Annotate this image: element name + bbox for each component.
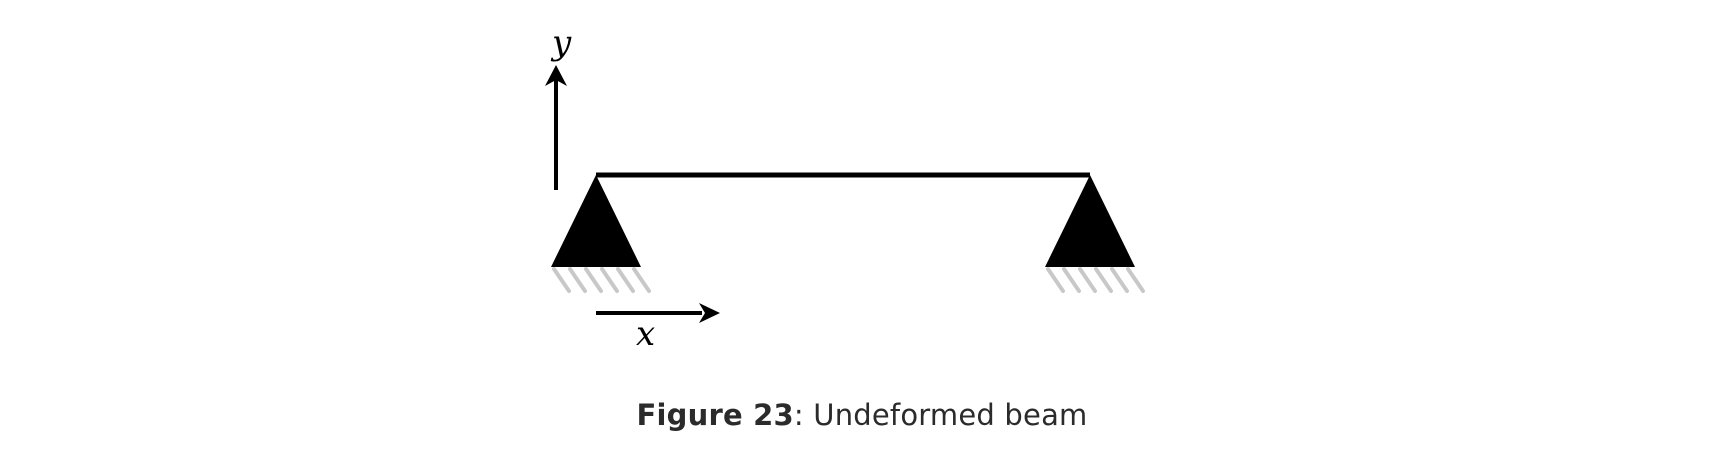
caption-separator: : bbox=[793, 398, 814, 432]
ground-hatch-icon bbox=[1046, 267, 1145, 293]
x-axis-arrow-icon bbox=[596, 303, 720, 323]
pin-support-icon bbox=[551, 175, 641, 267]
y-axis-label: y bbox=[550, 23, 572, 63]
right-support bbox=[1045, 175, 1145, 293]
y-axis-arrow-icon bbox=[545, 65, 567, 190]
ground-hatch-icon bbox=[552, 267, 651, 293]
pin-support-icon bbox=[1045, 175, 1135, 267]
figure-number: Figure 23 bbox=[636, 398, 794, 432]
figure-caption: Figure 23: Undeformed beam bbox=[0, 398, 1724, 432]
left-support bbox=[551, 175, 651, 293]
caption-text: Undeformed beam bbox=[813, 398, 1088, 432]
x-axis-label: x bbox=[636, 314, 655, 354]
